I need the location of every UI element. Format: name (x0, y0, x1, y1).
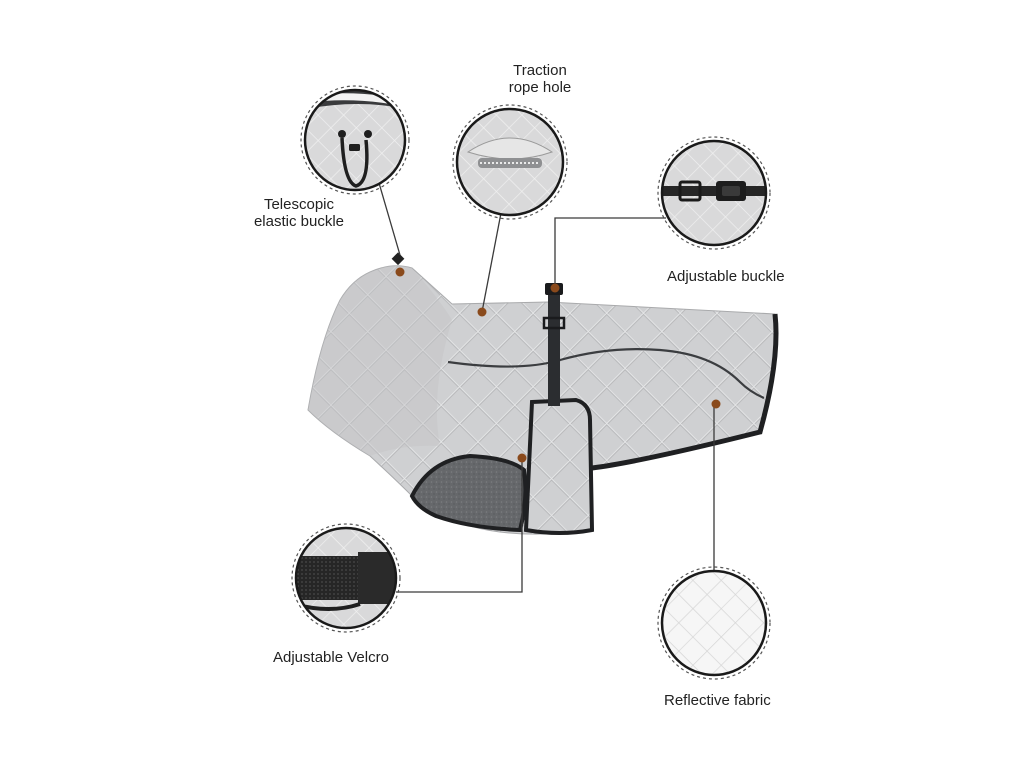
marker-velcro (517, 453, 527, 463)
label-traction-rope-hole: Traction rope hole (480, 62, 600, 96)
leg-opening-lining (409, 453, 528, 533)
label-telescopic-line1: Telescopic (263, 196, 335, 213)
label-adjustable-velcro: Adjustable Velcro (273, 649, 389, 666)
leader-rope-hole (481, 212, 502, 313)
marker-rope-hole (477, 307, 487, 317)
label-adjustable-buckle: Adjustable buckle (667, 268, 785, 285)
label-telescopic-elastic-buckle: Telescopic elastic buckle (238, 196, 360, 230)
label-traction-line2: rope hole (508, 79, 572, 96)
callout-adjustable-buckle (657, 136, 771, 250)
marker-buckle (550, 283, 560, 293)
coat-binding (591, 313, 779, 471)
adjustable-strap (548, 288, 560, 406)
leader-velcro (396, 458, 523, 593)
callout-traction-rope-hole (452, 104, 568, 220)
leader-adjustable-buckle (554, 217, 666, 288)
reflective-piping (447, 348, 765, 400)
label-telescopic-line2: elastic buckle (253, 213, 345, 230)
leader-lines (378, 182, 715, 593)
callout-adjustable-velcro (291, 523, 401, 633)
label-reflective-fabric: Reflective fabric (664, 692, 771, 709)
label-traction-line1: Traction (513, 62, 567, 79)
marker-collar (395, 267, 405, 277)
callout-reflective-fabric (657, 566, 771, 680)
belly-flap (523, 397, 595, 535)
marker-dots (395, 267, 721, 463)
strap-slider (542, 316, 566, 330)
collar-toggle (391, 252, 405, 266)
leader-telescopic (378, 182, 401, 256)
callout-telescopic-elastic-buckle (300, 85, 410, 195)
coat-collar (308, 265, 452, 456)
marker-reflective (711, 399, 721, 409)
dog-coat (307, 252, 779, 535)
